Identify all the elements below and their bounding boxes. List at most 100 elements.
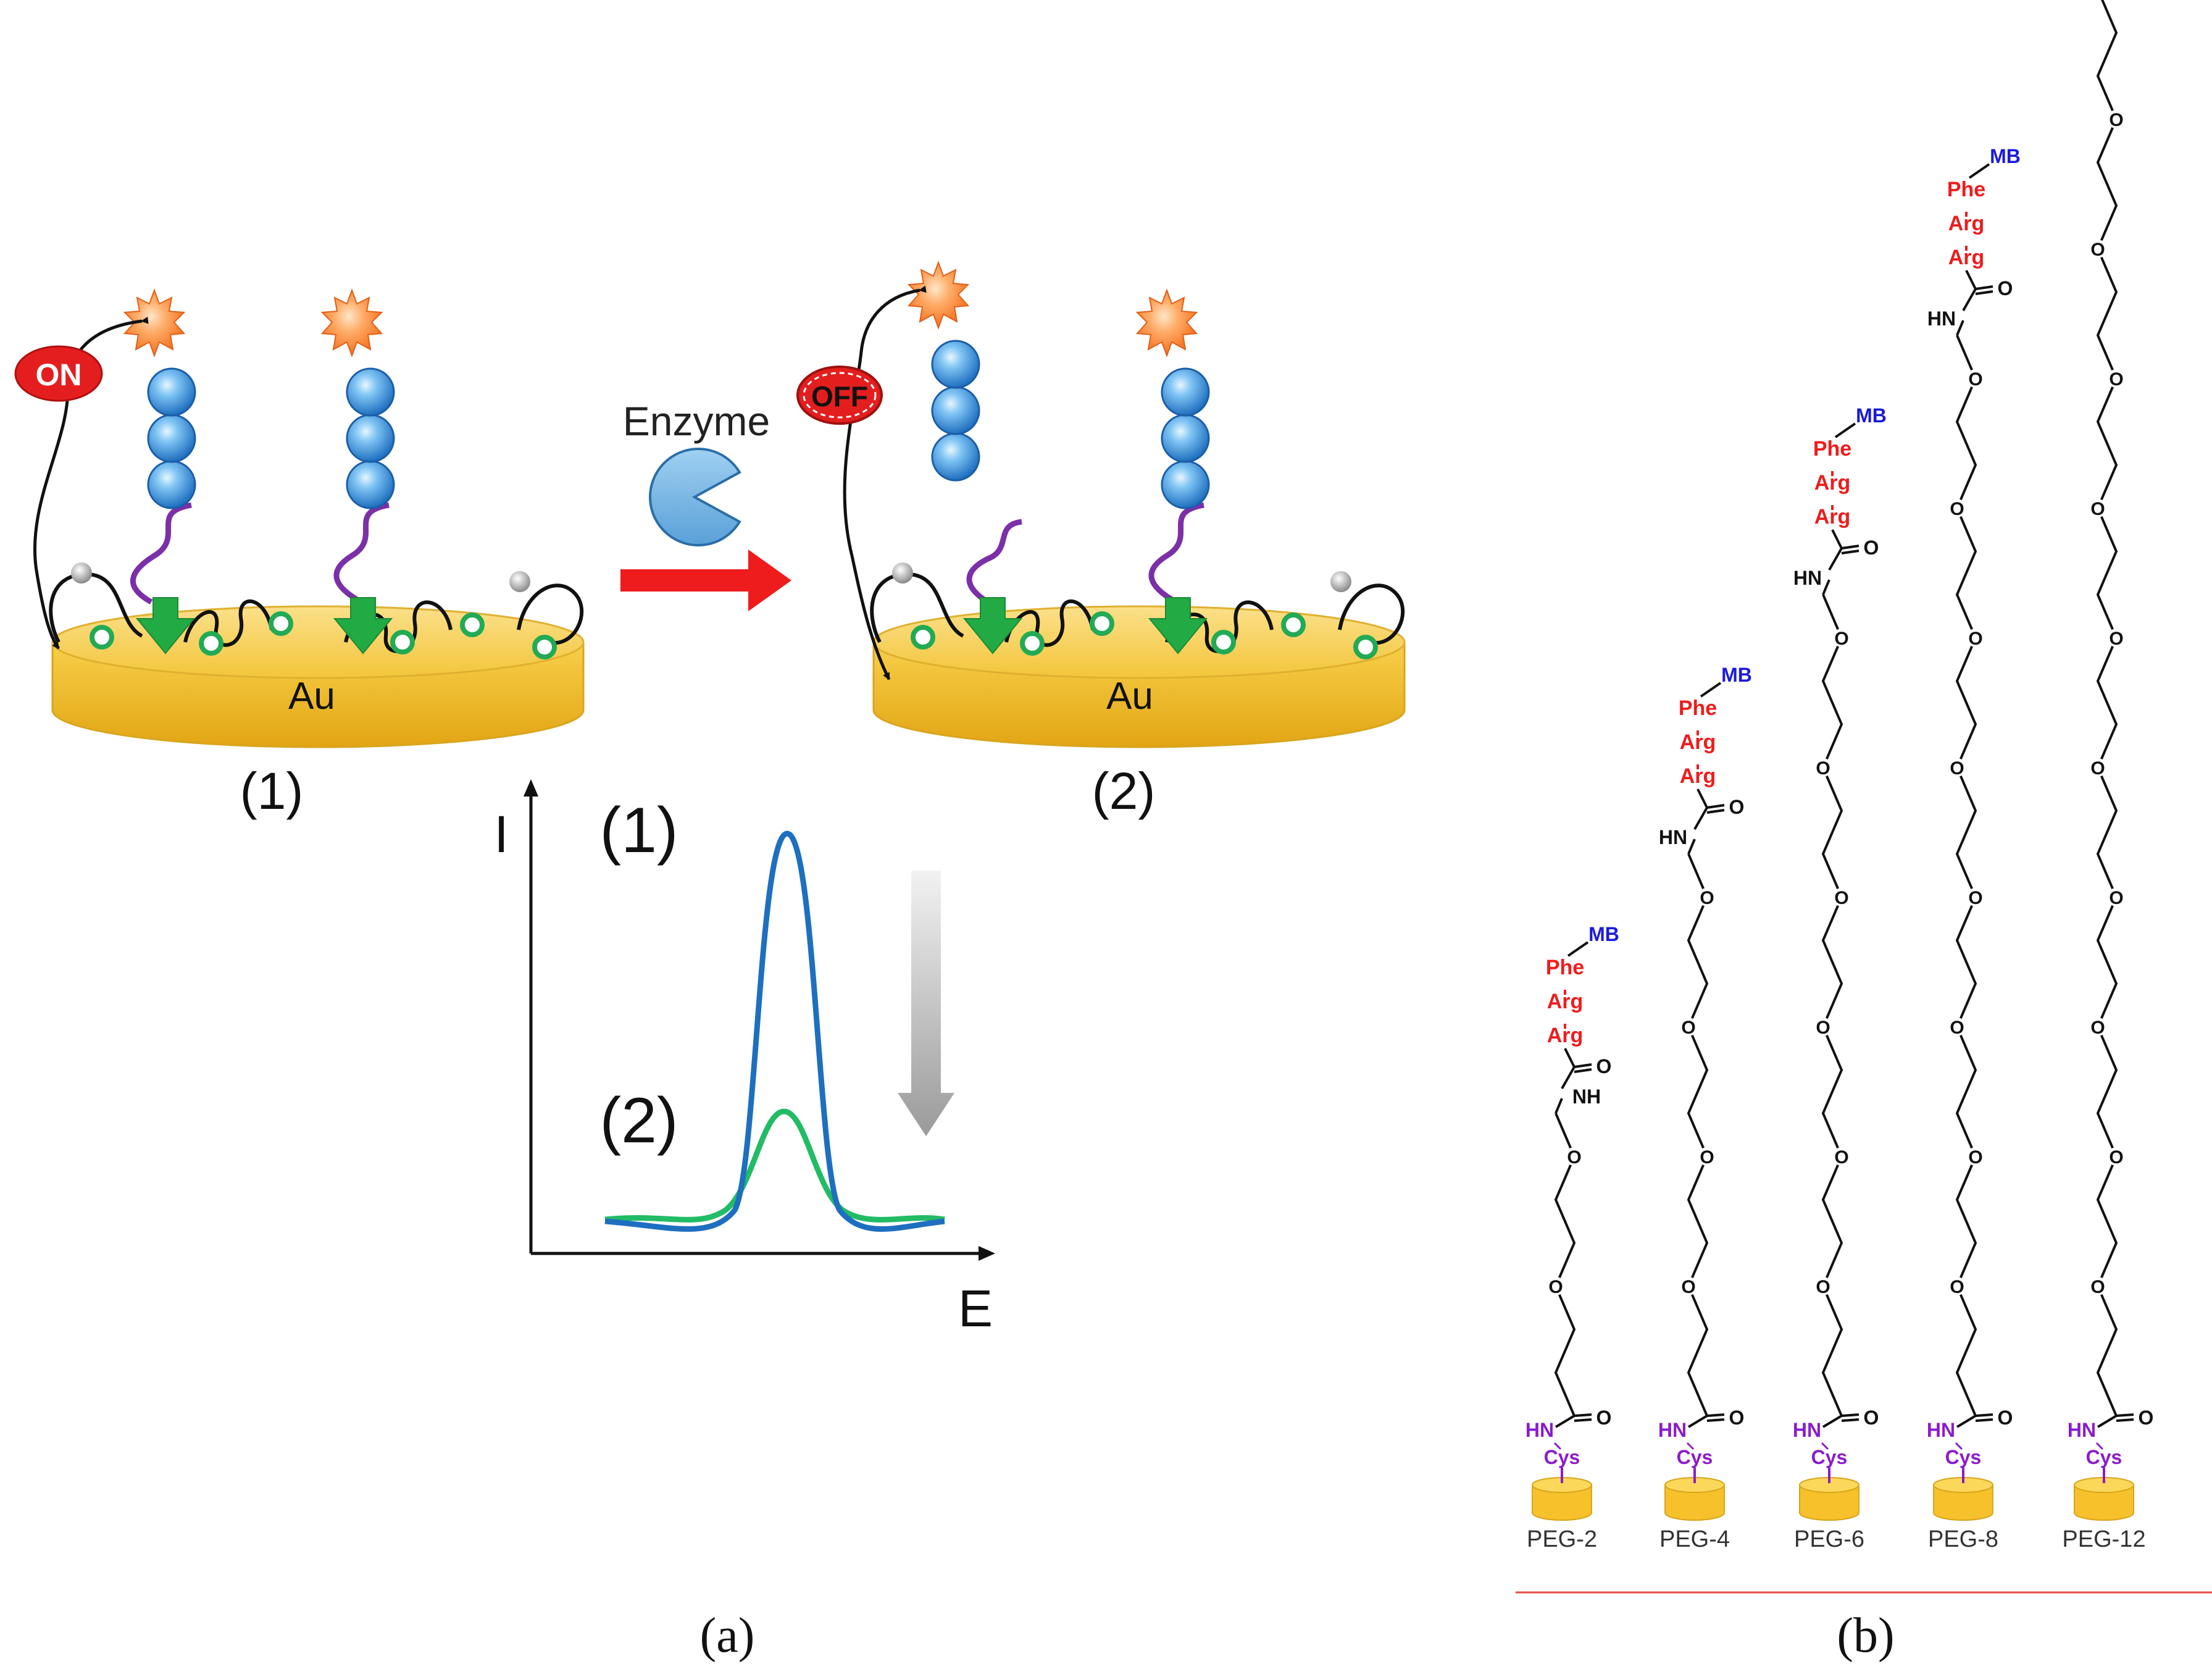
svg-text:ON: ON [36,358,82,392]
bond [1956,1415,1977,1428]
molecule-label: PEG-6 [1794,1526,1864,1552]
redox-reporter [907,261,970,330]
peg-chain [1687,853,1709,1416]
gold-pad [2074,1484,2134,1521]
oxygen: O [2090,758,2105,779]
oxygen: O [1950,758,1964,779]
oxygen: O [2109,1147,2123,1168]
caption-b: (b) [1837,1608,1894,1663]
oxygen-gap [1679,1018,1698,1036]
oxygen: O [1816,758,1830,779]
amide-hn: HN [1659,826,1687,848]
residue-phe: Phe [1813,437,1851,461]
oxygen-gap [2107,369,2126,388]
peptide-probe [320,288,395,654]
residue-cys: Cys [1945,1446,1982,1468]
bond [1574,1068,1592,1073]
oxygen-gap [1698,1147,1716,1166]
amide-hn: HN [1927,307,1956,330]
enzyme-label: Enzyme [623,398,770,444]
bond [1574,1413,1592,1417]
y-axis-label: I [494,805,508,863]
oxygen: O [2139,1407,2154,1429]
bond [1841,550,1859,554]
oxygen: O [2090,1277,2105,1297]
oxygen-gap [1832,629,1851,647]
oxygen-gap [1832,888,1851,906]
electron-transfer-arrow [33,316,149,650]
oxygen-gap [1966,369,1985,388]
svg-text:OFF: OFF [811,380,868,412]
bond [1841,1418,1859,1422]
bond [1962,288,1977,311]
bond [1686,1442,1695,1450]
amide-hn: HN [1793,1419,1821,1441]
bond [1841,1413,1859,1417]
terminal-mb: MB [1721,664,1752,686]
capping-group [892,562,913,583]
oxygen: O [1681,1277,1695,1297]
bond [1555,1098,1563,1114]
oxygen-gap [1832,1147,1851,1166]
caption-a: (a) [700,1608,755,1663]
electrode-state-1: Au [14,288,585,820]
enzyme-pacman-icon [649,448,741,546]
curve-1-label: (1) [599,795,678,866]
bond [1968,163,1990,179]
oxygen-gap [1546,1277,1565,1295]
oxygen: O [1968,629,1982,649]
oxygen: O [1834,888,1848,908]
oxygen-gap [2089,240,2107,258]
oxygen-gap [2107,888,2126,906]
oxygen-gap [2107,110,2126,128]
capping-group [1330,571,1351,592]
molecule-label: PEG-2 [1527,1526,1597,1552]
peptide-probe [123,288,196,654]
curve-2-label: (2) [599,1085,678,1156]
bond [1975,1418,1993,1422]
oxygen: O [1950,499,1964,519]
bond [1706,804,1725,809]
curve-1 [604,830,945,1232]
oxygen: O [2109,369,2123,390]
bond [1567,941,1589,957]
bond [1561,1066,1576,1089]
capping-group [71,562,92,583]
residue-phe: Phe [1947,178,1985,201]
bond [1693,807,1708,830]
oxygen: O [1567,1147,1581,1168]
enzyme-step: Enzyme [620,398,791,611]
on-badge: ON [14,345,103,402]
bond [1700,682,1722,698]
oxygen-gap [1948,1018,1966,1036]
amide-hn: HN [1793,567,1822,589]
residue-cys: Cys [1544,1446,1580,1468]
state-1-label: (1) [240,762,304,820]
electron-transfer-arrow [843,285,927,680]
oxygen: O [1596,1407,1612,1429]
reaction-arrow [620,550,791,611]
gold-pad [1799,1484,1859,1521]
curve-2 [604,1108,945,1223]
bond [1564,1048,1576,1068]
electrode-label: Au [288,675,335,717]
voltammogram-plot: I E (1) (2) [494,779,995,1337]
peg-molecule: PEG-12CysHNOOOOOOOOOOOOOHNOArgArgPheMB [2062,0,2154,1552]
oxygen: O [2090,499,2105,519]
gold-pad [1933,1484,1993,1521]
residue-phe: Phe [1546,956,1584,979]
bond [1955,1442,1963,1450]
oxygen: O [2109,888,2123,908]
bond [1574,1063,1592,1068]
gold-pad [1664,1484,1725,1521]
bond [1831,529,1843,549]
oxygen: O [1729,796,1745,818]
oxygen: O [1864,1407,1879,1429]
bond [2116,1418,2134,1422]
oxygen: O [2090,240,2105,260]
oxygen: O [1950,1277,1964,1297]
oxygen: O [2090,1018,2105,1038]
terminal-mb: MB [1588,923,1619,945]
